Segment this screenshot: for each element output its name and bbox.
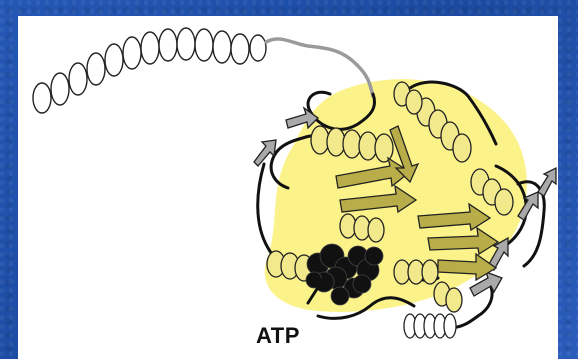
helix-h (340, 214, 384, 242)
helix-g (434, 282, 462, 312)
c-terminal-helix (404, 314, 456, 338)
n-terminal-helix (33, 28, 266, 113)
atp-label: ATP (256, 323, 300, 349)
helix-e (267, 251, 313, 281)
strand-arrow (538, 168, 556, 196)
figure-panel: ATP (18, 16, 558, 359)
helix-f (394, 260, 438, 284)
protein-ribbon-diagram (18, 16, 558, 359)
